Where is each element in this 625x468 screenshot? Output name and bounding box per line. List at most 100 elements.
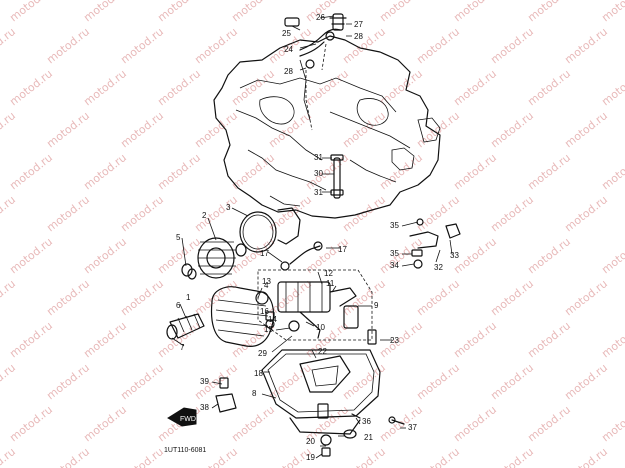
watermark-text: motod.ru	[155, 67, 203, 108]
watermark-text: motod.ru	[377, 67, 425, 108]
watermark-text: motod.ru	[340, 109, 388, 150]
watermark-text: motod.ru	[599, 235, 625, 276]
watermark-text: motod.ru	[340, 277, 388, 318]
engine-outline	[213, 35, 441, 219]
watermark-text: motod.ru	[7, 403, 55, 444]
watermark-text: motod.ru	[377, 151, 425, 192]
callout-11: 11	[326, 279, 335, 288]
watermark-text: motod.ru	[7, 67, 55, 108]
watermark-text: motod.ru	[0, 361, 18, 402]
oil-pan	[261, 349, 381, 435]
watermark-text: motod.ru	[488, 445, 536, 468]
watermark-text: motod.ru	[118, 25, 166, 66]
callout-33: 33	[450, 251, 459, 260]
watermark-text: motod.ru	[340, 193, 388, 234]
fwd-label: FWD	[180, 416, 196, 423]
oil-cooler-housing	[210, 286, 275, 347]
watermark-text: motod.ru	[562, 361, 610, 402]
callout-14: 14	[268, 315, 277, 324]
watermark-text: motod.ru	[525, 0, 573, 24]
watermark-text: motod.ru	[44, 25, 92, 66]
watermark-text: motod.ru	[562, 445, 610, 468]
watermark-text: motod.ru	[229, 67, 277, 108]
watermark-text: motod.ru	[0, 109, 18, 150]
watermark-text: motod.ru	[525, 235, 573, 276]
watermark-text: motod.ru	[192, 193, 240, 234]
watermark-text: motod.ru	[451, 67, 499, 108]
callout-35a: 35	[390, 221, 399, 230]
callout-21: 21	[364, 433, 373, 442]
watermark-text: motod.ru	[81, 235, 129, 276]
callout-35b: 35	[390, 249, 399, 258]
watermark-text: motod.ru	[266, 109, 314, 150]
callout-39: 39	[200, 377, 209, 386]
callout-24: 24	[284, 45, 293, 54]
callout-6: 6	[176, 301, 181, 310]
watermark-text: motod.ru	[562, 277, 610, 318]
callouts: 1 2 3 4 5 6 7 8 9 10 11 12 13 14 15 16 1…	[176, 13, 459, 462]
watermark-text: motod.ru	[599, 67, 625, 108]
watermark-text: motod.ru	[303, 67, 351, 108]
callout-13: 13	[262, 277, 271, 286]
watermark-text: motod.ru	[44, 445, 92, 468]
callout-9: 9	[374, 301, 379, 310]
watermark-text: motod.ru	[7, 319, 55, 360]
callout-32: 32	[434, 263, 443, 272]
callout-4: 4	[264, 281, 269, 290]
watermark-text: motod.ru	[118, 445, 166, 468]
watermark-text: motod.ru	[303, 151, 351, 192]
callout-22: 22	[318, 347, 327, 356]
callout-29: 29	[258, 349, 267, 358]
callout-31b: 31	[314, 188, 323, 197]
watermark-text: motod.ru	[414, 25, 462, 66]
callout-17b: 17	[338, 245, 347, 254]
watermark-text: motod.ru	[562, 109, 610, 150]
watermark-text: motod.ru	[81, 151, 129, 192]
oil-pump-block	[257, 269, 373, 341]
watermark-text: motod.ru	[7, 151, 55, 192]
callout-27: 27	[354, 20, 363, 29]
callout-16: 16	[260, 307, 269, 316]
callout-10: 10	[316, 323, 325, 332]
bracket-32-35	[409, 218, 461, 269]
misc-bolts	[351, 329, 405, 425]
watermark-text: motod.ru	[562, 193, 610, 234]
watermark-text: motod.ru	[118, 193, 166, 234]
oil-filter-assembly	[181, 207, 301, 280]
drain-bolt	[320, 429, 357, 457]
callout-20: 20	[306, 437, 315, 446]
leader-lines	[171, 15, 453, 459]
watermark-text: motod.ru	[488, 277, 536, 318]
watermark-text: motod.ru	[451, 0, 499, 24]
watermark-text: motod.ru	[44, 193, 92, 234]
watermark-text: motod.ru	[414, 109, 462, 150]
watermark-text: motod.ru	[192, 25, 240, 66]
callout-18: 18	[254, 369, 263, 378]
watermark-text: motod.ru	[340, 445, 388, 468]
callout-12: 12	[324, 269, 333, 278]
callout-25: 25	[282, 29, 291, 38]
watermark-text: motod.ru	[377, 0, 425, 24]
watermark-text: motod.ru	[525, 67, 573, 108]
watermark-text: motod.ru	[155, 0, 203, 24]
oil-pipe-30	[330, 154, 344, 199]
watermark-text: motod.ru	[0, 445, 18, 468]
watermark-text: motod.ru	[0, 193, 18, 234]
watermark-text: motod.ru	[7, 0, 55, 24]
relief-valve	[166, 313, 205, 340]
watermark-text: motod.ru	[81, 319, 129, 360]
watermark-text: motod.ru	[414, 361, 462, 402]
callout-5: 5	[176, 233, 181, 242]
watermark-text: motod.ru	[525, 151, 573, 192]
watermark-text: motod.ru	[599, 151, 625, 192]
watermark-text: motod.ru	[0, 25, 18, 66]
watermark-text: motod.ru	[303, 0, 351, 24]
watermark-text: motod.ru	[599, 0, 625, 24]
callout-2: 2	[202, 211, 207, 220]
watermark-text: motod.ru	[451, 403, 499, 444]
callout-36: 36	[362, 417, 371, 426]
watermark-text: motod.ru	[525, 403, 573, 444]
watermark-text: motod.ru	[340, 25, 388, 66]
watermark-text: motod.ru	[155, 319, 203, 360]
